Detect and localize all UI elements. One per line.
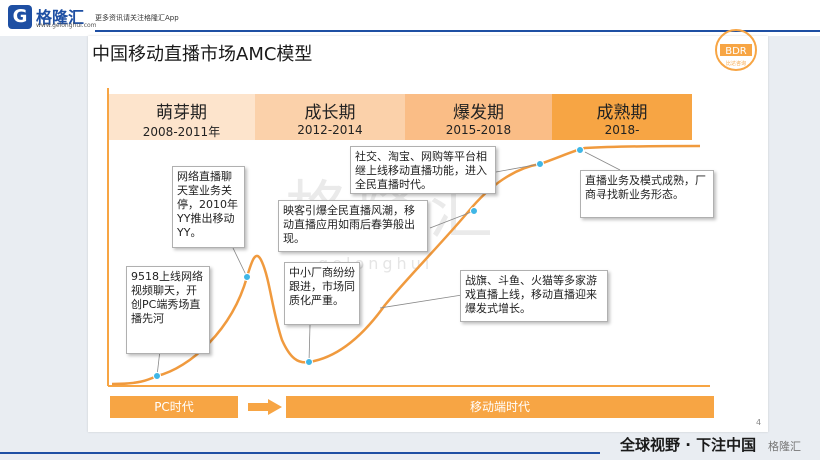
callout-text: 网络直播聊天室业务关停，2010年YY推出移动YY。 [177, 170, 238, 239]
callout-text: 映客引爆全民直播风潮，移动直播应用如雨后春笋般出现。 [283, 204, 415, 245]
phase-years: 2008-2011年 [142, 125, 221, 139]
era-mobile: 移动端时代 [286, 396, 714, 418]
phase-years: 2018- [604, 123, 640, 137]
timeline-point [536, 160, 544, 168]
callout-leader [379, 294, 463, 309]
brand-logo-icon: G [8, 5, 32, 29]
phase-burst: 爆发期 2015-2018 [405, 94, 552, 140]
callout-text: 直播业务及模式成熟，厂商寻找新业务形态。 [585, 174, 706, 201]
callout-game-live: 战旗、斗鱼、火猫等多家游戏直播上线，移动直播迎来爆发式增长。 [460, 270, 608, 322]
callout-text: 中小厂商纷纷跟进，市场同质化严重。 [289, 266, 355, 307]
slide-title: 中国移动直播市场AMC模型 [92, 44, 313, 65]
phase-name: 萌芽期 [156, 103, 207, 123]
amc-curve [111, 144, 701, 386]
callout-mature: 直播业务及模式成熟，厂商寻找新业务形态。 [580, 170, 714, 218]
page-number: 4 [756, 418, 762, 427]
top-divider [95, 30, 820, 32]
phase-name: 成熟期 [596, 103, 648, 123]
phase-sprout: 萌芽期 2008-2011年 [108, 94, 255, 140]
timeline-point [243, 273, 251, 281]
bdr-badge-sub: 比达咨询 [726, 60, 746, 67]
phase-mature: 成熟期 2018- [552, 94, 692, 140]
bottom-divider [0, 452, 600, 454]
callout-homogenization: 中小厂商纷纷跟进，市场同质化严重。 [284, 262, 360, 325]
phase-name: 爆发期 [453, 103, 504, 123]
timeline-point [305, 358, 313, 366]
callout-text: 战旗、斗鱼、火猫等多家游戏直播上线，移动直播迎来爆发式增长。 [465, 274, 597, 315]
era-pc: PC时代 [110, 396, 238, 418]
callout-leader [232, 247, 248, 278]
phase-growth: 成长期 2012-2014 [255, 94, 405, 140]
brand-name: 格隆汇 [36, 8, 85, 27]
callout-9518: 9518上线网络视频聊天，开创PC端秀场直播先河 [126, 266, 210, 354]
phase-years: 2012-2014 [297, 123, 363, 137]
timeline-point [470, 207, 478, 215]
callout-leader [308, 324, 311, 363]
timeline-point [153, 372, 161, 380]
callout-leader [429, 210, 475, 229]
footer-watermark: 格隆汇 [768, 440, 801, 453]
brand-url: www.gelonghui.com [36, 22, 97, 29]
callout-text: 9518上线网络视频聊天，开创PC端秀场直播先河 [131, 270, 203, 325]
callout-leader [495, 163, 541, 173]
era-arrow-icon [248, 399, 282, 415]
callout-text: 社交、淘宝、网购等平台相继上线移动直播功能，进入全民直播时代。 [355, 150, 487, 191]
phase-name: 成长期 [304, 103, 356, 123]
footer-slogan: 全球视野 · 下注中国 [620, 436, 757, 454]
timeline-point [576, 146, 584, 154]
bdr-badge-text: BDR [725, 46, 747, 57]
callout-leader [156, 349, 161, 377]
brand-slogan: 更多资讯请关注格隆汇App [95, 14, 179, 22]
callout-inke: 映客引爆全民直播风潮，移动直播应用如雨后春笋般出现。 [278, 200, 428, 252]
callout-yy-mobile: 网络直播聊天室业务关停，2010年YY推出移动YY。 [172, 166, 245, 248]
brand-logo-letter: G [12, 6, 28, 27]
bdr-logo-icon: BDR 比达咨询 [715, 29, 757, 71]
phase-years: 2015-2018 [445, 123, 512, 137]
callout-leader [584, 151, 621, 171]
callout-platforms: 社交、淘宝、网购等平台相继上线移动直播功能，进入全民直播时代。 [350, 146, 496, 194]
